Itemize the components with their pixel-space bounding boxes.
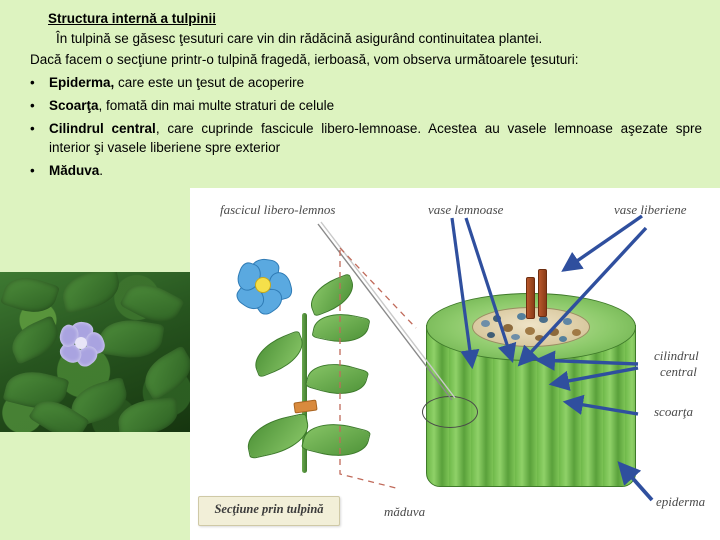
diagram-caption-box: Secţiune prin tulpină xyxy=(198,496,340,526)
xylem-rod xyxy=(538,269,547,317)
label-cilindrul-central-line1: cilindrul xyxy=(654,348,699,363)
plant-stem xyxy=(302,313,307,473)
photo-leaf xyxy=(0,272,60,320)
list-item-term: Cilindrul central xyxy=(49,121,156,136)
list-item-term: Măduva xyxy=(49,163,100,178)
list-item-rest: , fomată din mai multe straturi de celul… xyxy=(98,98,335,113)
list-item: • Cilindrul central, care cuprinde fasci… xyxy=(30,119,702,157)
periwinkle-flower xyxy=(56,320,107,370)
vessel-dot xyxy=(563,318,572,325)
photo-leaf xyxy=(97,315,165,363)
vessel-dot xyxy=(549,328,559,336)
list-item-text: Măduva. xyxy=(49,161,702,180)
photo-leaf xyxy=(58,272,124,314)
list-item: • Scoarţa, fomată din mai multe straturi… xyxy=(30,96,702,115)
list-item-text: Epiderma, care este un ţesut de acoperir… xyxy=(49,73,702,92)
list-item-text: Cilindrul central, care cuprinde fascicu… xyxy=(49,119,702,157)
label-scoarta: scoarţa xyxy=(654,404,693,419)
label-epiderma: epiderma xyxy=(656,494,706,509)
vessel-dot xyxy=(481,320,490,327)
list-item-term: Epiderma, xyxy=(49,75,115,90)
vessel-dot xyxy=(511,334,520,340)
bullet-icon: • xyxy=(30,98,35,113)
paragraph-2-text: Dacă facem o secţiune printr-o tulpină f… xyxy=(30,51,579,67)
plant-leaf xyxy=(304,355,370,403)
vessel-dot xyxy=(559,336,567,342)
bullet-icon: • xyxy=(30,121,35,136)
photo-leaf xyxy=(116,396,180,432)
bullet-icon: • xyxy=(30,75,35,90)
label-vase-lemnoase: vase lemnoase xyxy=(428,202,504,217)
vessel-dot xyxy=(517,313,526,320)
label-vase-liberiene: vase liberiene xyxy=(614,202,687,217)
paragraph-2: Dacă facem o secţiune printr-o tulpină f… xyxy=(30,51,702,70)
arrow-vase-liberiene-1 xyxy=(561,214,643,272)
plant-leaf xyxy=(300,415,372,465)
label-maduva: măduva xyxy=(384,504,426,519)
text-block: Structura internă a tulpinii În tulpină … xyxy=(30,10,702,180)
vessel-dot xyxy=(525,327,535,335)
page-title: Structura internă a tulpinii xyxy=(48,11,217,26)
photo-leaf xyxy=(5,315,65,365)
list-item-term: Scoarţa xyxy=(49,98,99,113)
list-item: • Măduva. xyxy=(30,161,702,180)
vessel-dot xyxy=(539,316,548,323)
plant-flower xyxy=(233,257,295,319)
vessel-dot xyxy=(503,324,513,332)
label-cilindrul-central-line2: central xyxy=(660,364,697,379)
vessel-dot xyxy=(535,335,544,341)
fascicle-highlight-circle xyxy=(422,396,478,428)
bullet-icon: • xyxy=(30,163,35,178)
plant-illustration xyxy=(230,243,390,493)
plant-leaf xyxy=(248,329,310,379)
xylem-rod xyxy=(526,277,535,319)
paragraph-1: În tulpină se găsesc ţesuturi care vin d… xyxy=(30,30,702,49)
periwinkle-photo xyxy=(0,272,190,432)
paragraph-1-text: În tulpină se găsesc ţesuturi care vin d… xyxy=(56,31,543,46)
vessel-dot xyxy=(572,329,581,336)
plant-leaf xyxy=(304,273,360,317)
vessel-dot xyxy=(493,315,501,322)
list-item-rest: , care cuprinde fascicule libero-lemnoas… xyxy=(49,121,702,155)
plant-node xyxy=(293,399,318,414)
list-item-text: Scoarţa, fomată din mai multe straturi d… xyxy=(49,96,702,115)
list-item-rest: care este un ţesut de acoperire xyxy=(114,75,305,90)
list-item-rest: . xyxy=(99,163,104,178)
vessel-dot xyxy=(487,332,495,338)
stem-cross-section-diagram: fascicul libero-lemnos vase lemnoase vas… xyxy=(190,188,720,540)
diagram-caption-text: Secţiune prin tulpină xyxy=(214,502,324,516)
list-item: • Epiderma, care este un ţesut de acoper… xyxy=(30,73,702,92)
label-fascicul-libero-lemnos: fascicul libero-lemnos xyxy=(220,202,336,217)
